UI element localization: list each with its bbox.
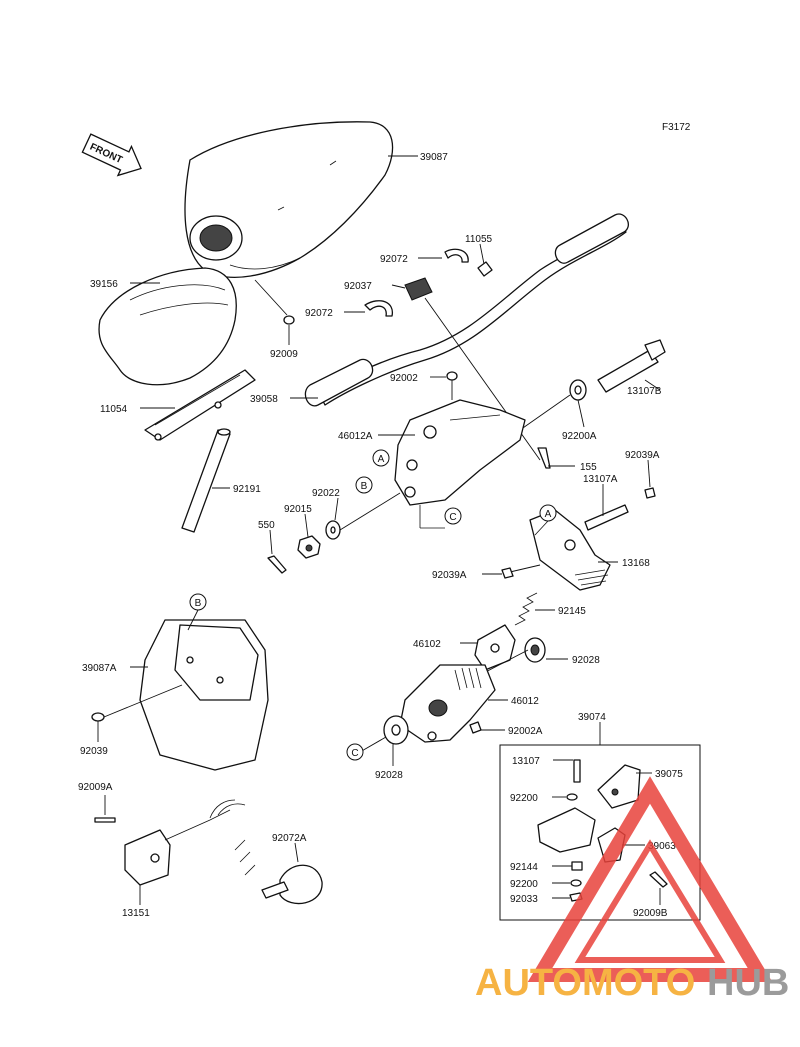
part-92200-washer-top xyxy=(566,793,578,801)
label-550: 550 xyxy=(258,520,275,531)
ref-mark-b2: B xyxy=(189,593,207,611)
watermark-logo: AUTOMOTO HUB xyxy=(475,776,789,1004)
part-550-bolt xyxy=(267,555,287,574)
label-39087A: 39087A xyxy=(82,663,117,674)
part-92200-washer-bottom xyxy=(570,879,582,887)
part-39074-assembly-box xyxy=(499,722,701,921)
svg-text:A: A xyxy=(378,454,385,465)
svg-text:A: A xyxy=(545,509,552,520)
label-92028-left: 92028 xyxy=(375,770,403,781)
part-13168-lever xyxy=(529,509,611,591)
front-arrow-icon: FRONT xyxy=(81,133,142,177)
label-92028-right: 92028 xyxy=(572,655,600,666)
part-155-bolt xyxy=(537,447,551,469)
label-39063: 39063 xyxy=(648,841,676,852)
label-92039A-right: 92039A xyxy=(625,450,660,461)
watermark-text-2: HUB xyxy=(707,962,789,1004)
label-39156: 39156 xyxy=(90,279,118,290)
part-13107B-shaft xyxy=(597,339,666,393)
ref-mark-a1: A xyxy=(372,449,390,467)
watermark-text-1: AUTOMOTO xyxy=(475,962,695,1004)
part-13151-switch xyxy=(124,799,246,886)
label-92072-top: 92072 xyxy=(380,254,408,265)
label-92144: 92144 xyxy=(510,862,538,873)
part-92009A-screw xyxy=(94,817,116,823)
label-13107B: 13107B xyxy=(627,386,662,397)
label-39058: 39058 xyxy=(250,394,278,405)
part-92009B-screw xyxy=(649,871,668,888)
ref-mark-a2: A xyxy=(539,504,557,522)
label-92009A: 92009A xyxy=(78,782,113,793)
part-92037-clamp-block xyxy=(404,277,433,301)
label-92039A-left: 92039A xyxy=(432,570,467,581)
part-39058-handlebar xyxy=(304,213,629,407)
label-92002A: 92002A xyxy=(508,726,543,737)
figure-code: F3172 xyxy=(662,122,691,133)
label-39075: 39075 xyxy=(655,769,683,780)
part-92039A-screw-right xyxy=(644,487,656,499)
label-13107A: 13107A xyxy=(583,474,618,485)
part-92015-nut xyxy=(297,535,321,559)
label-92072-mid: 92072 xyxy=(305,308,333,319)
label-92033: 92033 xyxy=(510,894,538,905)
part-92200A-washer xyxy=(569,379,587,401)
svg-text:C: C xyxy=(351,748,358,759)
label-92022: 92022 xyxy=(312,488,340,499)
label-92009: 92009 xyxy=(270,349,298,360)
part-92028-washer-left xyxy=(383,715,409,745)
label-46012A: 46012A xyxy=(338,431,373,442)
label-92039: 92039 xyxy=(80,746,108,757)
part-39075-bracket xyxy=(597,764,641,809)
part-39087-handle-cover xyxy=(184,121,394,278)
label-92015: 92015 xyxy=(284,504,312,515)
part-39156-pad xyxy=(98,267,237,386)
label-92009B: 92009B xyxy=(633,908,668,919)
ref-mark-b1: B xyxy=(355,476,373,494)
part-92191-tube xyxy=(181,428,231,533)
part-92022-washer xyxy=(325,520,341,540)
label-13107: 13107 xyxy=(512,756,540,767)
part-13107A-pin xyxy=(584,504,629,531)
part-92002-bolt xyxy=(446,371,458,400)
part-11055-clip xyxy=(477,261,493,277)
part-92002A-bolt xyxy=(469,721,482,734)
part-46102-block xyxy=(474,624,516,671)
label-39087: 39087 xyxy=(420,152,448,163)
label-46102: 46102 xyxy=(413,639,441,650)
part-46012A-holder xyxy=(394,399,526,506)
svg-text:B: B xyxy=(195,598,202,609)
label-13168: 13168 xyxy=(622,558,650,569)
part-92072-clamp-mid xyxy=(364,300,393,317)
part-92145-spring xyxy=(514,592,538,626)
part-92072A-clamp xyxy=(234,839,323,905)
part-92028-washer-right xyxy=(524,637,546,663)
label-92002: 92002 xyxy=(390,373,418,384)
label-92200-bottom: 92200 xyxy=(510,879,538,890)
label-92072A: 92072A xyxy=(272,833,307,844)
ref-mark-c1: C xyxy=(444,507,462,525)
label-11055: 11055 xyxy=(465,234,493,245)
label-39074: 39074 xyxy=(578,712,606,723)
label-11054: 11054 xyxy=(100,404,128,415)
svg-text:B: B xyxy=(361,481,368,492)
label-92037: 92037 xyxy=(344,281,372,292)
label-92200-top: 92200 xyxy=(510,793,538,804)
part-92039-screw xyxy=(91,684,183,722)
label-13151: 13151 xyxy=(122,908,150,919)
label-46012: 46012 xyxy=(511,696,539,707)
part-92144-spring xyxy=(571,861,583,871)
part-92039A-screw-left xyxy=(501,567,514,579)
part-92009-screw xyxy=(254,279,295,345)
ref-mark-c2: C xyxy=(346,743,364,761)
part-13107-pin xyxy=(573,759,581,783)
part-92072-clamp-top xyxy=(444,248,469,263)
part-11054-bracket xyxy=(144,369,256,441)
label-92145: 92145 xyxy=(558,606,586,617)
label-92191: 92191 xyxy=(233,484,261,495)
label-155: 155 xyxy=(580,462,597,473)
part-39087A-lower-cover xyxy=(139,619,269,771)
svg-text:C: C xyxy=(449,512,456,523)
label-92200A: 92200A xyxy=(562,431,597,442)
